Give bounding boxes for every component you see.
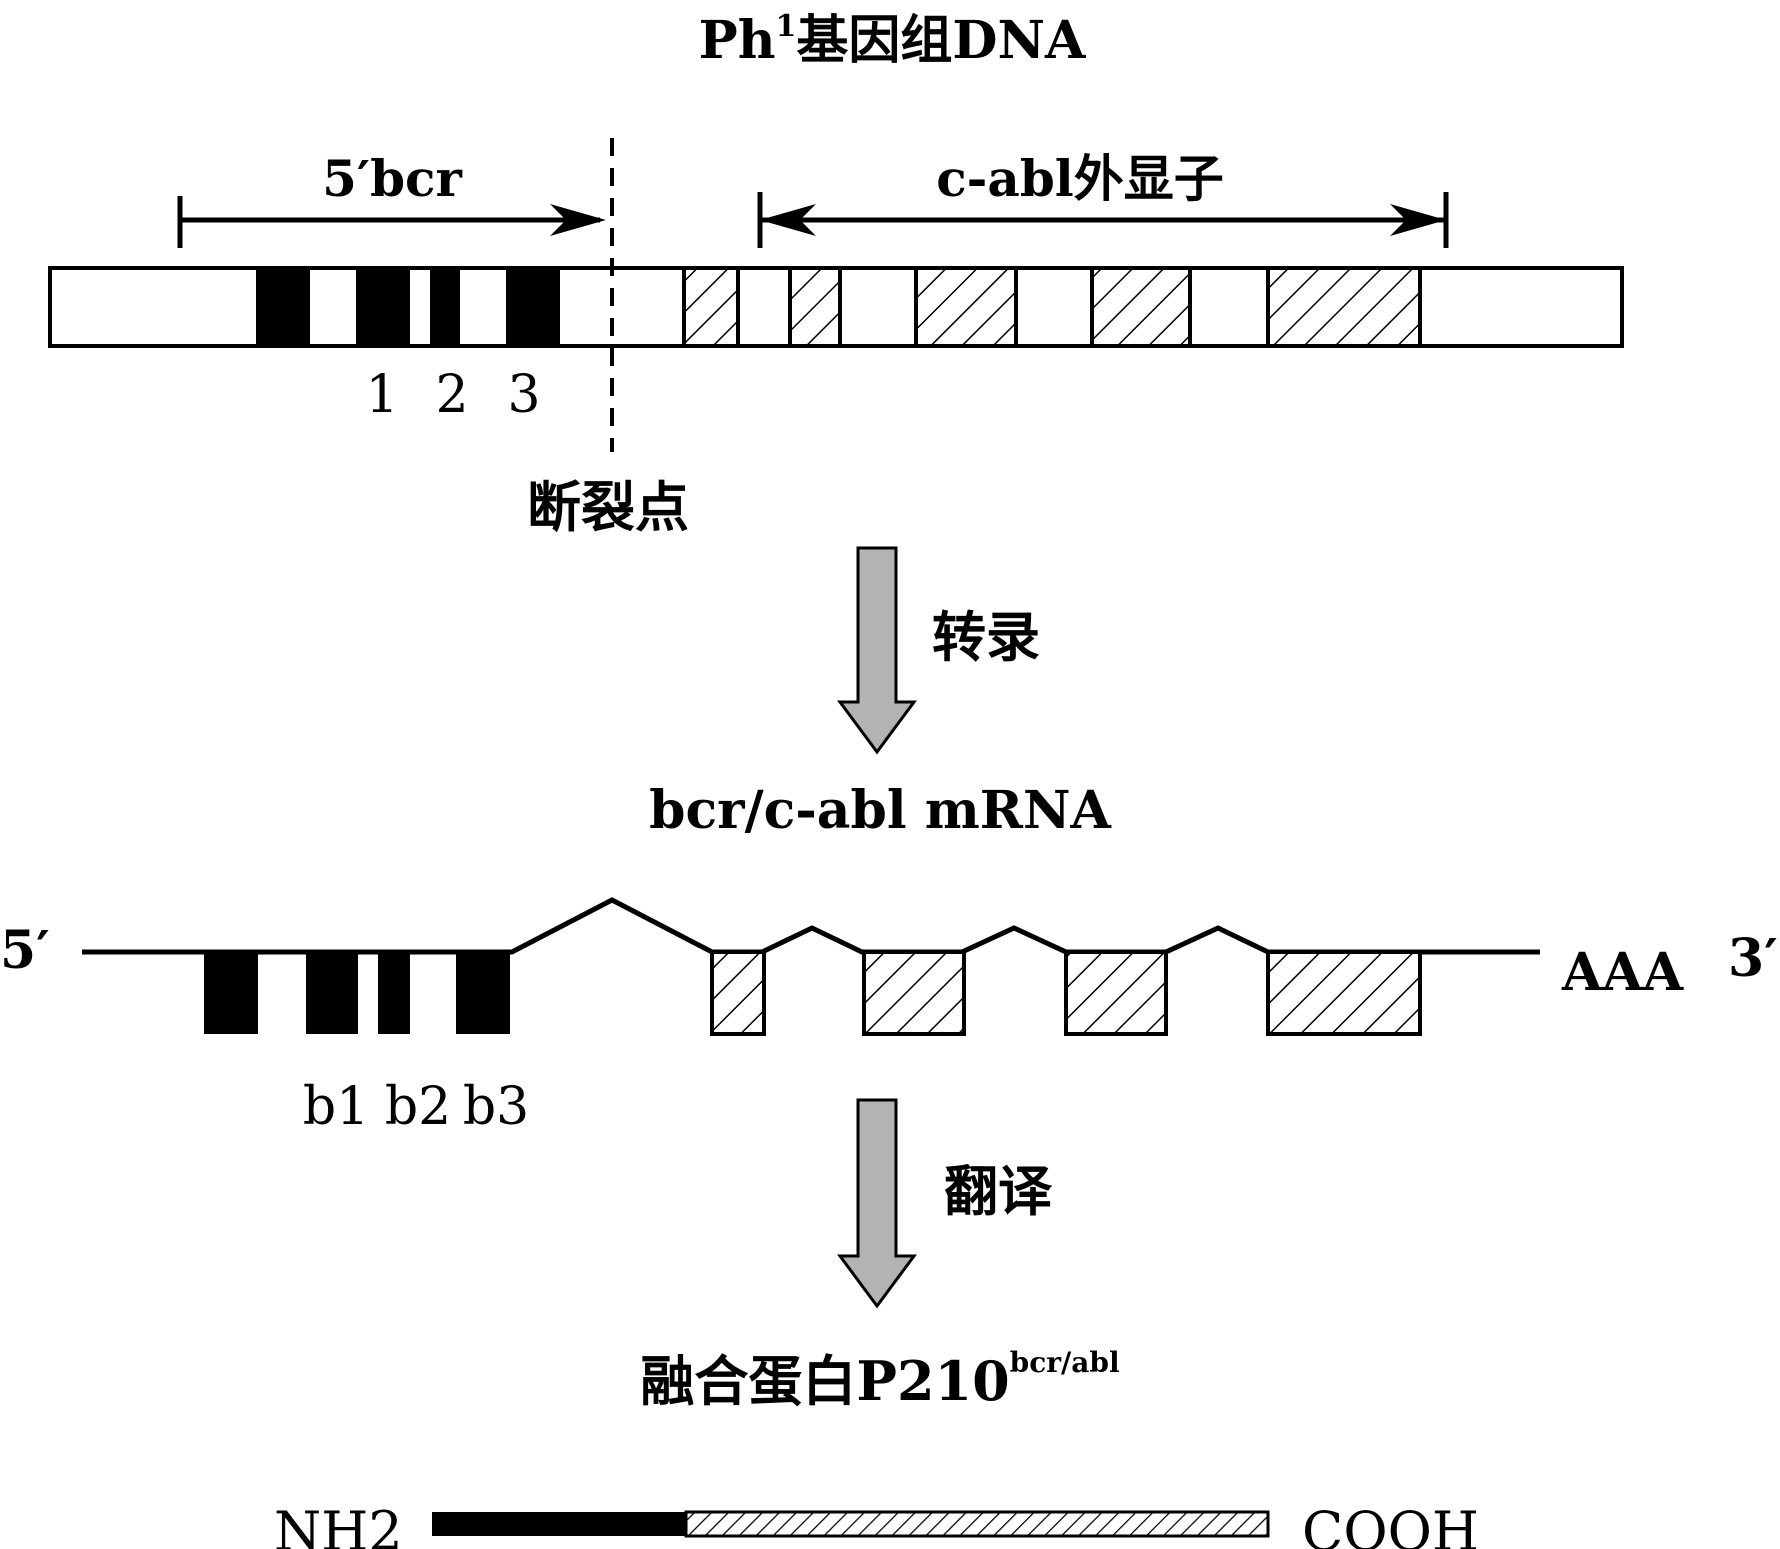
mrna-abl-exon bbox=[1266, 950, 1422, 1036]
bcr-protein-segment bbox=[432, 1512, 686, 1536]
five-prime-label: 5′ bbox=[0, 920, 50, 981]
mrna-title: bcr/c-abl mRNA bbox=[649, 780, 1111, 841]
abl-protein-segment bbox=[684, 1510, 1270, 1538]
mrna-exon-label-b3: b3 bbox=[463, 1077, 529, 1137]
bcr-label: 5′bcr bbox=[322, 149, 462, 208]
abl-range-arrow bbox=[757, 192, 1449, 248]
mrna-exon bbox=[204, 952, 258, 1034]
mrna-abl-exon bbox=[862, 950, 966, 1036]
mrna-exon-label-b1: b1 bbox=[303, 1077, 369, 1137]
mrna-abl-exon bbox=[710, 950, 766, 1036]
exon-number-2: 2 bbox=[435, 365, 468, 425]
three-prime-label: 3′ bbox=[1728, 928, 1778, 989]
abl-exon bbox=[914, 266, 1018, 348]
mrna-exon-b1 bbox=[306, 952, 358, 1034]
n-terminus-label: NH2 bbox=[274, 1500, 403, 1549]
bcr-exon-2 bbox=[430, 268, 460, 346]
translation-label: 翻译 bbox=[944, 1159, 1053, 1223]
c-terminus-label: COOH bbox=[1302, 1500, 1479, 1549]
bcr-range-arrow bbox=[177, 196, 606, 248]
polya-label: AAA bbox=[1561, 942, 1684, 1003]
exon-number-1: 1 bbox=[365, 365, 398, 425]
mrna-exon-b3 bbox=[456, 952, 510, 1034]
mrna-exon-b2 bbox=[378, 952, 410, 1034]
translation-arrow bbox=[837, 1098, 917, 1309]
transcription-arrow bbox=[837, 546, 917, 755]
fusion-protein-bar bbox=[432, 1510, 1270, 1538]
abl-exon bbox=[1090, 266, 1192, 348]
dna-title: Ph1基因组DNA bbox=[699, 9, 1086, 71]
bcr-exon-1 bbox=[356, 268, 410, 346]
abl-exon bbox=[788, 266, 842, 348]
breakpoint-label: 断裂点 bbox=[527, 475, 689, 539]
bcr-exon-block bbox=[256, 268, 310, 346]
protein-title: 融合蛋白P210bcr/abl bbox=[640, 1346, 1119, 1413]
exon-number-3: 3 bbox=[507, 365, 540, 425]
abl-label: c-abl外显子 bbox=[936, 149, 1224, 208]
transcription-label: 转录 bbox=[932, 605, 1040, 669]
abl-exon bbox=[682, 266, 740, 348]
mrna-abl-exon bbox=[1064, 950, 1168, 1036]
mrna-exon-label-b2: b2 bbox=[385, 1077, 451, 1137]
abl-exon bbox=[1266, 266, 1422, 348]
mrna-strand bbox=[82, 897, 1540, 1036]
bcr-exon-3 bbox=[506, 268, 560, 346]
genomic-dna-bar bbox=[48, 266, 1624, 348]
